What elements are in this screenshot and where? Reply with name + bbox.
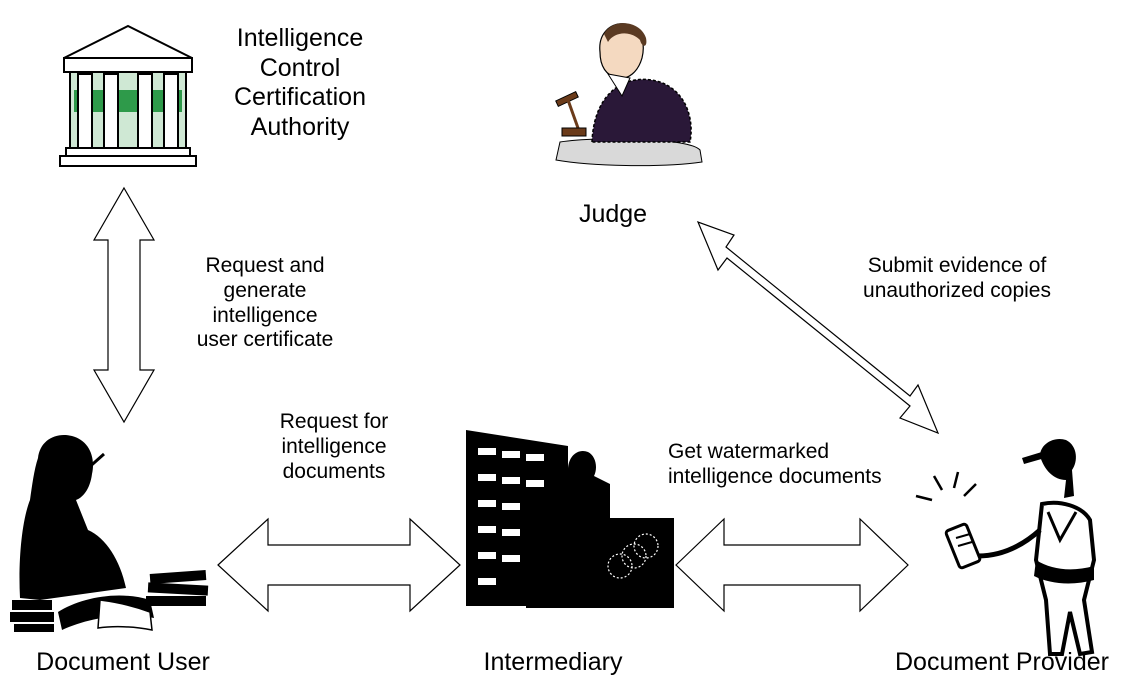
edge-label-line: Submit evidence of [867, 254, 1047, 277]
arrow-user-intermediary [217, 517, 461, 613]
judge-icon [555, 23, 703, 167]
authority-label-line: Authority [250, 112, 350, 141]
edge-label-judge-provider: Submit evidence of unauthorized copies [832, 254, 1082, 304]
document-user-label: Document User [36, 648, 210, 676]
edge-label-line: Request and [205, 254, 325, 277]
authority-label-line: Certification [234, 83, 366, 111]
document-provider-icon [915, 438, 1097, 657]
arrow-authority-user [92, 186, 156, 424]
authority-label: Intelligence Control Certification Autho… [212, 24, 388, 142]
edge-label-authority-user: Request and generate intelligence user c… [160, 254, 370, 353]
edge-label-line: intelligence [212, 303, 318, 327]
edge-label-line: intelligence [281, 434, 387, 458]
authority-label-line: Control [259, 53, 341, 82]
edge-label-line: user certificate [196, 328, 334, 352]
edge-label-line: generate [223, 278, 307, 302]
edge-label-line: intelligence documents [668, 464, 882, 488]
document-provider-label: Document Provider [895, 648, 1109, 676]
arrow-judge-provider [696, 220, 940, 435]
intermediary-label: Intermediary [483, 648, 623, 676]
edge-label-user-intermediary: Request for intelligence documents [244, 410, 424, 484]
edge-label-line: unauthorized copies [863, 278, 1051, 302]
edge-label-line: Request for [279, 410, 389, 433]
arrow-intermediary-provider [675, 517, 909, 613]
authority-building-icon [59, 24, 197, 167]
judge-label: Judge [578, 200, 648, 228]
authority-label-line: Intelligence [236, 24, 364, 52]
edge-label-line: documents [282, 459, 386, 483]
document-user-icon [10, 434, 209, 632]
edge-label-intermediary-provider: Get watermarked intelligence documents [668, 440, 938, 490]
edge-label-line: Get watermarked [668, 440, 830, 463]
intermediary-icon [466, 430, 674, 608]
